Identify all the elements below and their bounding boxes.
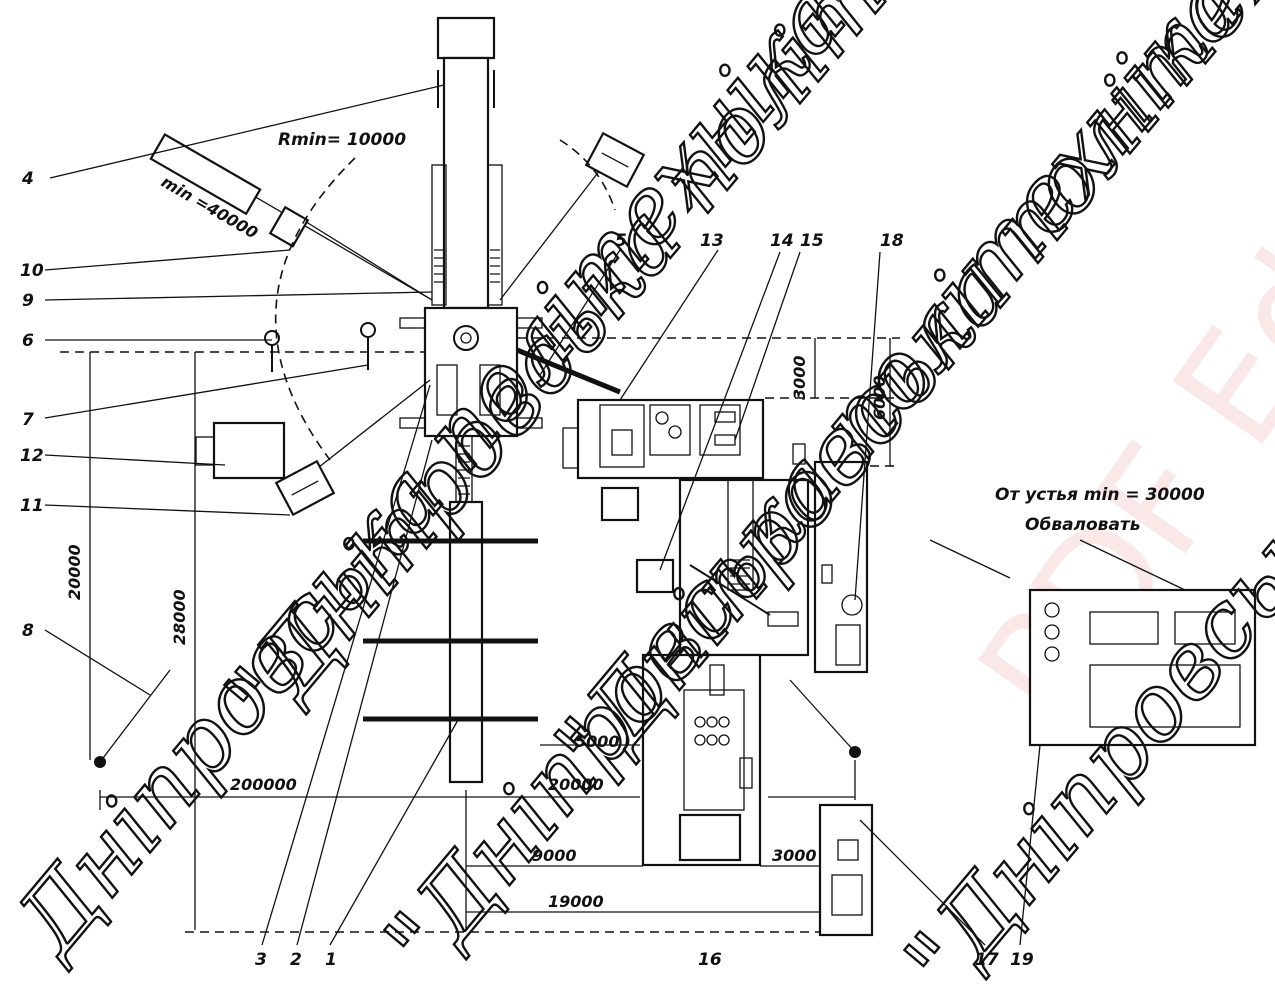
dim-28000: 28000 — [170, 589, 189, 645]
callout-12: 12 — [20, 446, 44, 466]
dim-20000-left: 20000 — [65, 544, 84, 600]
pump-block-14 — [678, 478, 810, 657]
person-markers — [264, 322, 376, 372]
tank-18 — [792, 443, 869, 674]
derrick-rig — [363, 16, 543, 784]
callout-8: 8 — [22, 621, 34, 641]
callout-11: 11 — [20, 496, 44, 516]
callout-2: 2 — [290, 950, 302, 970]
dim-6000: 6000 — [870, 375, 889, 420]
callout-18: 18 — [880, 231, 904, 251]
equipment-block-13-15 — [562, 398, 765, 594]
callout-leaders — [44, 84, 1041, 946]
callout-9: 9 — [22, 291, 34, 311]
dim-9000: 9000 — [532, 846, 577, 865]
dim-5000: 5000 — [575, 732, 620, 751]
unit-12 — [195, 421, 286, 480]
from-wellhead-label: От устья min = 30000 — [995, 485, 1205, 505]
guy-wires — [149, 131, 646, 517]
callout-15: 15 — [800, 231, 824, 251]
radius-label: Rmin= 10000 — [278, 130, 406, 150]
callout-17: 17 — [975, 950, 999, 970]
dim-19000: 19000 — [548, 892, 604, 911]
embank-label: Обваловать — [1025, 515, 1141, 535]
dim-3000-bottom: 3000 — [772, 846, 817, 865]
callout-10: 10 — [20, 261, 44, 281]
dim-3000-top: 3000 — [790, 355, 809, 400]
callout-6: 6 — [22, 331, 34, 351]
callout-4: 4 — [21, 169, 34, 189]
callout-5: 5 — [615, 231, 627, 251]
callout-14: 14 — [770, 231, 794, 251]
unit-19 — [1028, 588, 1257, 747]
callout-1: 1 — [325, 950, 337, 970]
dim-200000: 200000 — [230, 775, 297, 794]
dimension-lines — [60, 337, 1186, 933]
callout-16: 16 — [698, 950, 722, 970]
callout-7: 7 — [22, 410, 34, 430]
radius-arc — [274, 157, 356, 461]
unit-17 — [818, 803, 874, 937]
callout-19: 19 — [1010, 950, 1034, 970]
unit-16 — [641, 653, 762, 867]
dim-20000-bottom: 20000 — [548, 775, 604, 794]
callout-3: 3 — [255, 950, 267, 970]
callout-13: 13 — [700, 231, 724, 251]
